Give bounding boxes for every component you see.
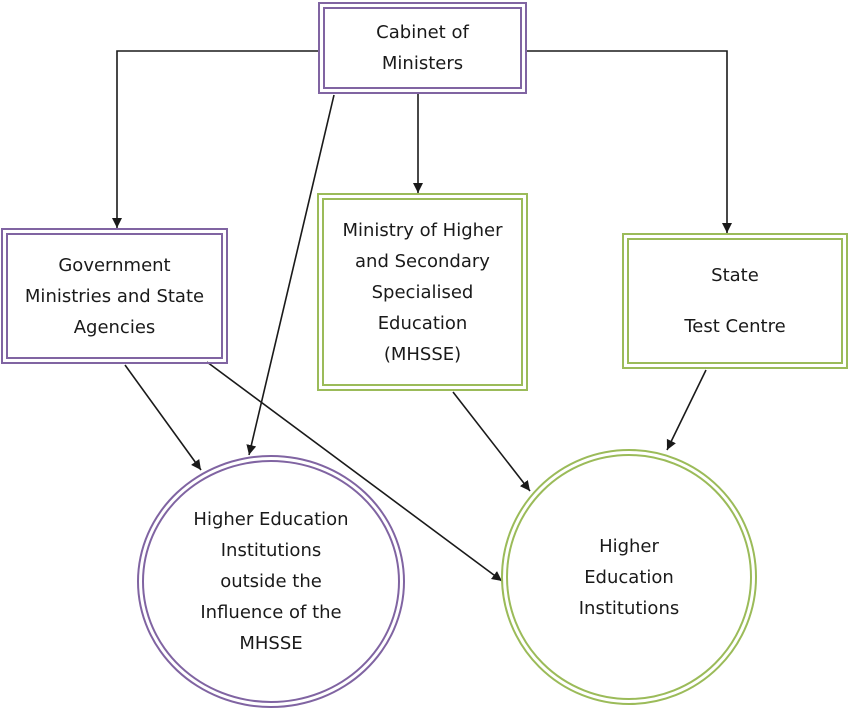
hei-label-line-2: Education [584, 566, 674, 588]
hei-label-line-3: Institutions [578, 597, 680, 619]
cabinet-label-line-2: Ministers [381, 53, 464, 74]
hei-outside-label-line-4: Influence of the [200, 602, 342, 623]
mhsse-label-line-5: (MHSSE) [383, 343, 462, 365]
arrow-test-centre-to-hei [666, 369, 707, 451]
hei-outside-label-line-1: Higher Education [193, 509, 349, 530]
arrow-cabinet-to-test-centre [527, 50, 732, 233]
hei-circle: Higher Education Institutions [501, 449, 757, 705]
cabinet-label-line-1: Cabinet of [376, 22, 469, 43]
mhsse-label-line-3: Specialised [371, 281, 474, 303]
mhsse-box: Ministry of Higher and Secondary Special… [317, 193, 528, 391]
state-test-centre-box: State Test Centre [622, 233, 848, 369]
cabinet-of-ministers-box: Cabinet of Ministers [318, 2, 527, 94]
hei-outside-label-line-5: MHSSE [239, 633, 303, 654]
arrow-mhsse-to-hei [452, 391, 531, 492]
government-label-line-3: Agencies [73, 316, 156, 338]
mhsse-label-line-4: Education [377, 312, 468, 334]
mhsse-label-line-2: and Secondary [355, 250, 490, 272]
arrow-cabinet-to-government [112, 50, 318, 228]
arrow-government-to-hei-outside [124, 364, 202, 471]
government-label-line-2: Ministries and State [24, 285, 205, 307]
test-centre-label-line-1: State [711, 265, 759, 286]
hei-outside-mhsse-circle: Higher Education Institutions outside th… [137, 455, 405, 708]
arrow-government-to-hei [206, 361, 503, 582]
arrow-cabinet-to-hei-outside [246, 94, 335, 456]
hei-outside-label-line-3: outside the [220, 571, 322, 592]
mhsse-label-line-1: Ministry of Higher [342, 219, 503, 241]
hei-label-line-1: Higher [599, 535, 659, 557]
test-centre-label-line-2: Test Centre [684, 316, 786, 337]
government-label-line-1: Government [58, 254, 171, 276]
hei-outside-label-line-2: Institutions [220, 540, 322, 561]
government-ministries-box: Government Ministries and State Agencies [1, 228, 228, 364]
